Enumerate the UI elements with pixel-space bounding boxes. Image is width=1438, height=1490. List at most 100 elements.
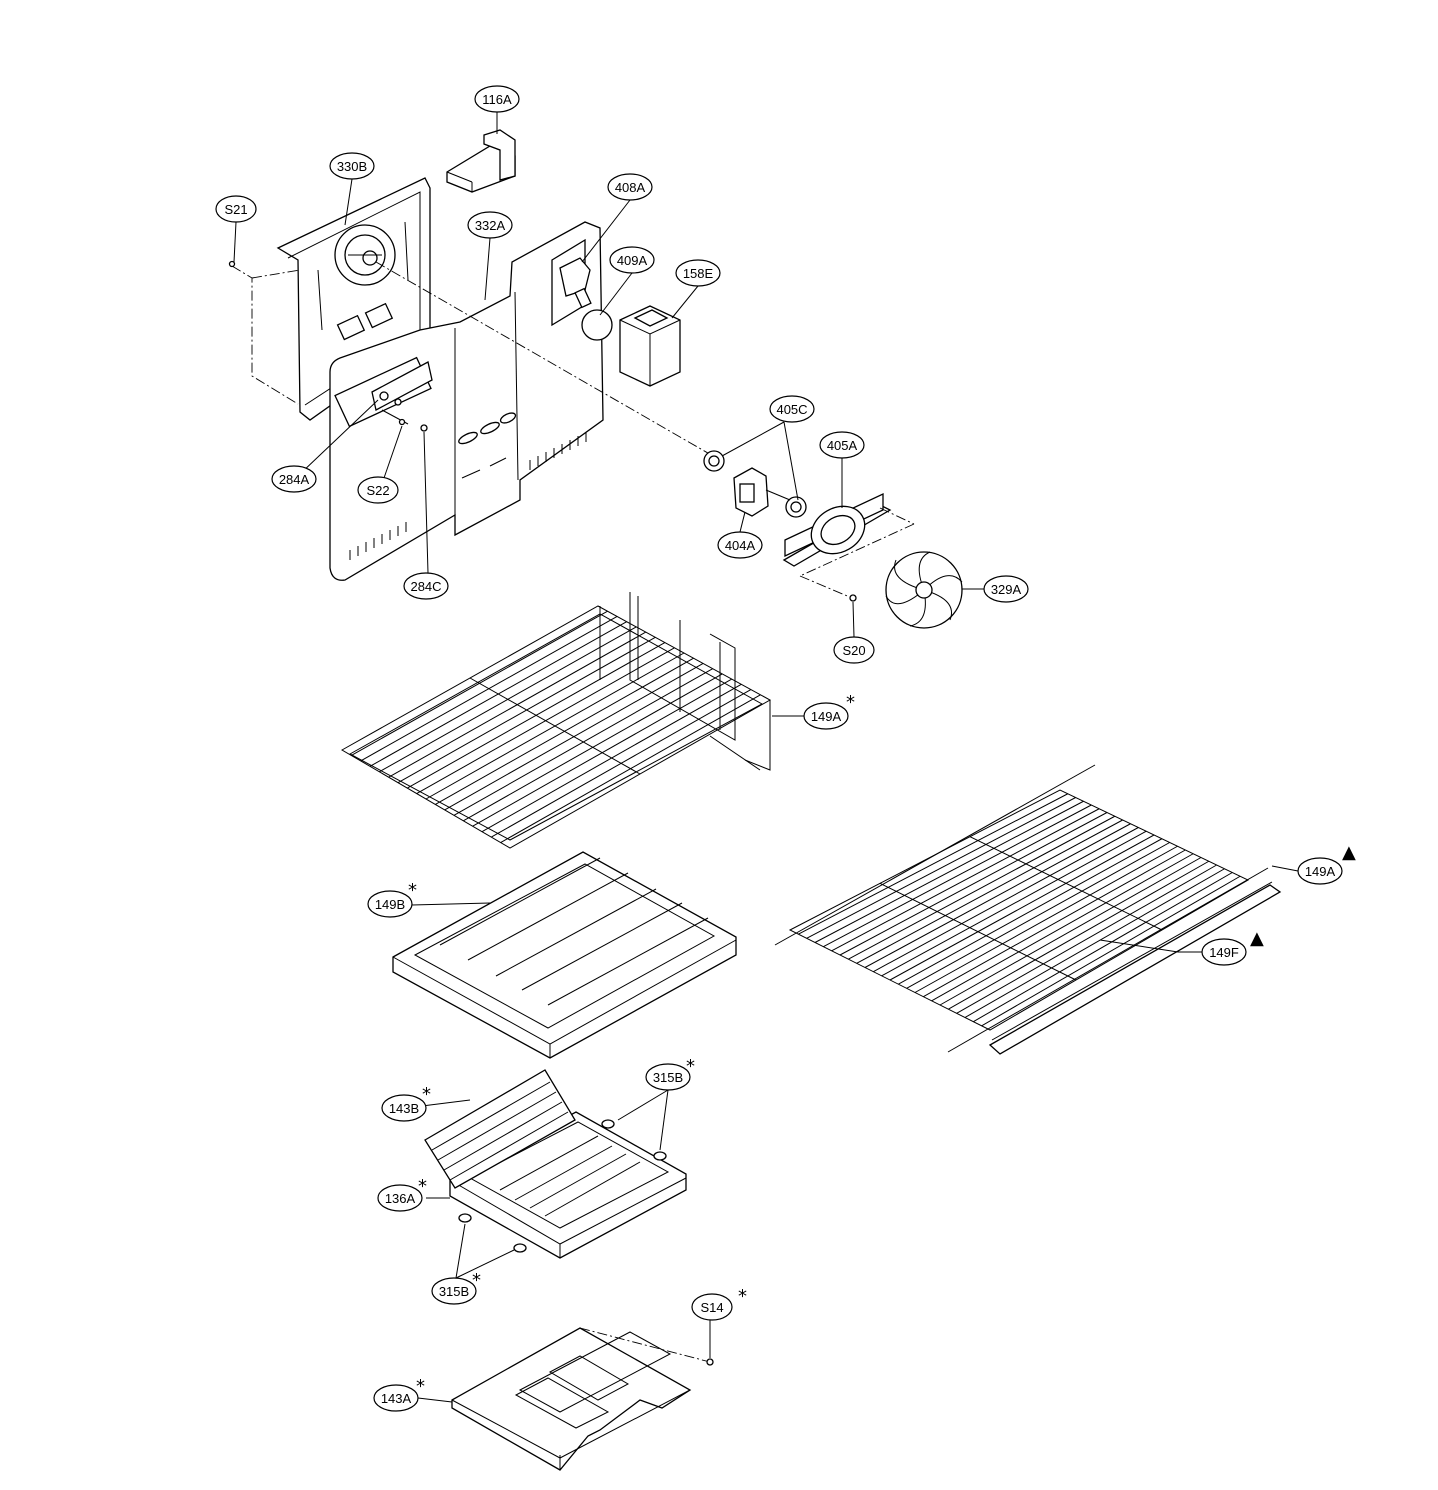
callout-329a: 329A: [983, 575, 1029, 603]
callout-116a: 116A: [474, 85, 520, 113]
part-143a-bottom-cover: [451, 1327, 692, 1471]
mark-149a-upper: *: [846, 692, 855, 713]
svg-text:S20: S20: [842, 643, 865, 658]
mark-149b: *: [408, 880, 417, 901]
svg-text:143A: 143A: [381, 1391, 412, 1406]
wire-bar: [889, 834, 1155, 981]
svg-text:116A: 116A: [482, 92, 512, 107]
wire-bar: [906, 842, 1170, 989]
callout-284a: 284A: [271, 465, 317, 493]
svg-text:284C: 284C: [410, 579, 441, 594]
callout-405c: 405C: [769, 395, 815, 423]
svg-text:143B: 143B: [389, 1101, 419, 1116]
svg-text:405A: 405A: [827, 438, 858, 453]
callout-149b: 149B: [367, 890, 413, 918]
svg-text:S22: S22: [366, 483, 389, 498]
callout-404a: 404A: [717, 531, 763, 559]
callout-405a: 405A: [819, 431, 865, 459]
mark-s14: *: [738, 1286, 747, 1307]
wire-bar: [931, 853, 1194, 1002]
part-404a-motor: [733, 467, 791, 517]
wire-bar: [839, 812, 1108, 956]
part-315b-roller-3: [458, 1213, 472, 1223]
callout-s21: S21: [215, 195, 257, 223]
callout-s20: S20: [833, 636, 875, 664]
part-315b-roller-4: [513, 1243, 527, 1253]
wire-bar: [848, 815, 1116, 960]
callout-409a: 409A: [609, 246, 655, 274]
callout-143a: 143A: [373, 1384, 419, 1412]
wire-bar: [956, 864, 1217, 1014]
wire-cross: [969, 836, 1163, 931]
svg-text:329A: 329A: [991, 582, 1022, 597]
guide-s20: [799, 575, 853, 599]
part-405c-grommet-a: [703, 450, 725, 472]
wire-bar: [798, 793, 1069, 935]
svg-text:315B: 315B: [653, 1070, 683, 1085]
callout-s14: S14: [691, 1293, 733, 1321]
guide-s14: [579, 1327, 711, 1363]
mark-143a: *: [416, 1376, 425, 1397]
callout-158e: 158E: [675, 259, 721, 287]
svg-text:409A: 409A: [617, 253, 648, 268]
part-149f-trim: [988, 881, 1282, 1055]
guide-s21-b: [251, 269, 301, 279]
wire-bar: [823, 804, 1092, 948]
part-329a-fan-blade: [885, 551, 963, 629]
svg-text:149F: 149F: [1209, 945, 1239, 960]
part-409a-bulb: [574, 287, 613, 341]
part-315b-roller-2: [653, 1151, 667, 1161]
screw-s14: [706, 1358, 714, 1366]
wire-bar: [973, 872, 1233, 1023]
svg-text:149A: 149A: [811, 709, 842, 724]
callout-284c: 284C: [403, 572, 449, 600]
part-408a-socket: [559, 257, 591, 297]
svg-text:330B: 330B: [337, 159, 367, 174]
wire-bar: [939, 857, 1202, 1006]
wire-bar: [831, 808, 1100, 952]
wire-bar: [873, 827, 1139, 973]
callout-330b: 330B: [329, 152, 375, 180]
mark-143b: *: [422, 1084, 431, 1105]
screw-s22: [398, 418, 406, 426]
part-149a-wire-shelf-right: [774, 764, 1269, 1053]
part-315b-roller-1: [601, 1119, 615, 1129]
part-405c-grommet-b: [785, 496, 807, 518]
axis-motor: [375, 261, 721, 461]
screw-s21: [228, 260, 236, 268]
svg-text:408A: 408A: [615, 180, 646, 195]
mark-136a: *: [418, 1176, 427, 1197]
clip-284c: [420, 424, 428, 432]
callout-136a: 136A: [377, 1184, 423, 1212]
wire-bar: [814, 800, 1084, 943]
wire-bar: [856, 819, 1123, 964]
wire-bar: [964, 868, 1225, 1018]
wire-cross: [879, 882, 1077, 981]
guide-s21: [231, 265, 299, 405]
wire-bar: [948, 860, 1210, 1010]
part-158e-cover: [619, 305, 681, 387]
svg-text:315B: 315B: [439, 1284, 469, 1299]
svg-text:284A: 284A: [279, 472, 310, 487]
wire-bar: [864, 823, 1131, 968]
wire-bar: [881, 830, 1147, 977]
callout-149a-upper: 149A: [803, 702, 849, 730]
callout-s22: S22: [357, 476, 399, 504]
part-149b-shelf: [392, 851, 737, 1059]
svg-text:S21: S21: [224, 202, 247, 217]
guide-405a-b: [799, 523, 915, 577]
callout-332a: 332A: [467, 211, 513, 239]
part-143b-cover: [424, 1069, 576, 1189]
svg-text:404A: 404A: [725, 538, 756, 553]
wire-bar: [898, 838, 1163, 985]
leader-lines: [233, 112, 1299, 1403]
wire-bar: [923, 849, 1186, 998]
callout-315b-upper: 315B: [645, 1063, 691, 1091]
svg-text:136A: 136A: [385, 1191, 416, 1206]
wire-bar: [806, 797, 1076, 939]
callout-408a: 408A: [607, 173, 653, 201]
screw-s20: [849, 594, 857, 602]
mark-315b-upper: *: [686, 1056, 695, 1077]
mark-149a-right: ▲: [1342, 842, 1356, 863]
